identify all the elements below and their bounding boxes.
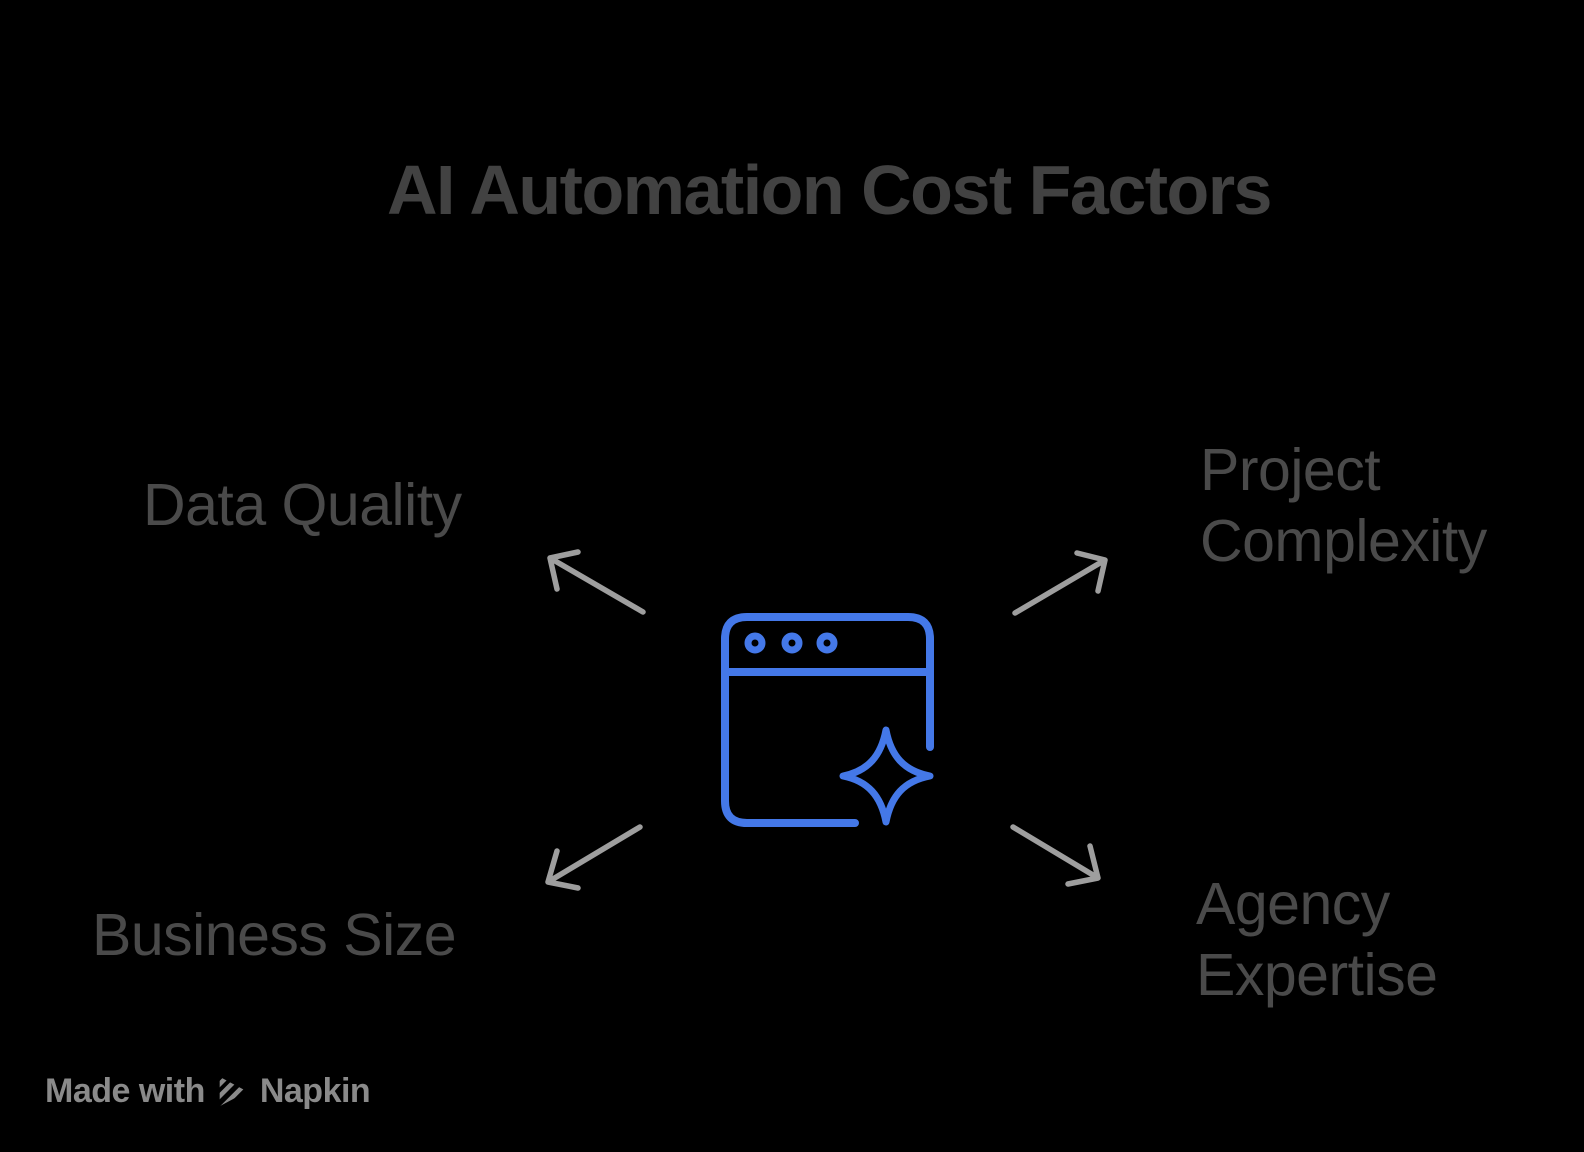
arrow-top-left-icon	[547, 549, 646, 615]
factor-label-business-size: Business Size	[92, 902, 457, 968]
window-dot-icon	[816, 632, 838, 654]
factor-label-project-complexity: Project Complexity	[1200, 437, 1487, 574]
factor-label-agency-expertise: Agency Expertise	[1196, 871, 1438, 1008]
window-dot-icon	[781, 632, 803, 654]
page-title: AI Automation Cost Factors	[387, 151, 1273, 229]
browser-sparkle-icon	[721, 613, 934, 827]
factor-label-data-quality: Data Quality	[143, 472, 462, 538]
arrow-bottom-left-icon	[545, 824, 643, 891]
window-frame	[721, 613, 934, 827]
sparkle-icon	[839, 726, 934, 826]
made-with-text: Made with	[45, 1072, 205, 1110]
window-dot-icon	[744, 632, 766, 654]
napkin-logo-icon	[219, 1076, 248, 1107]
napkin-watermark: Made with Napkin	[45, 1072, 371, 1111]
napkin-brand-text: Napkin	[259, 1072, 371, 1110]
arrow-top-right-icon	[1012, 550, 1108, 616]
arrow-bottom-right-icon	[1010, 824, 1101, 887]
